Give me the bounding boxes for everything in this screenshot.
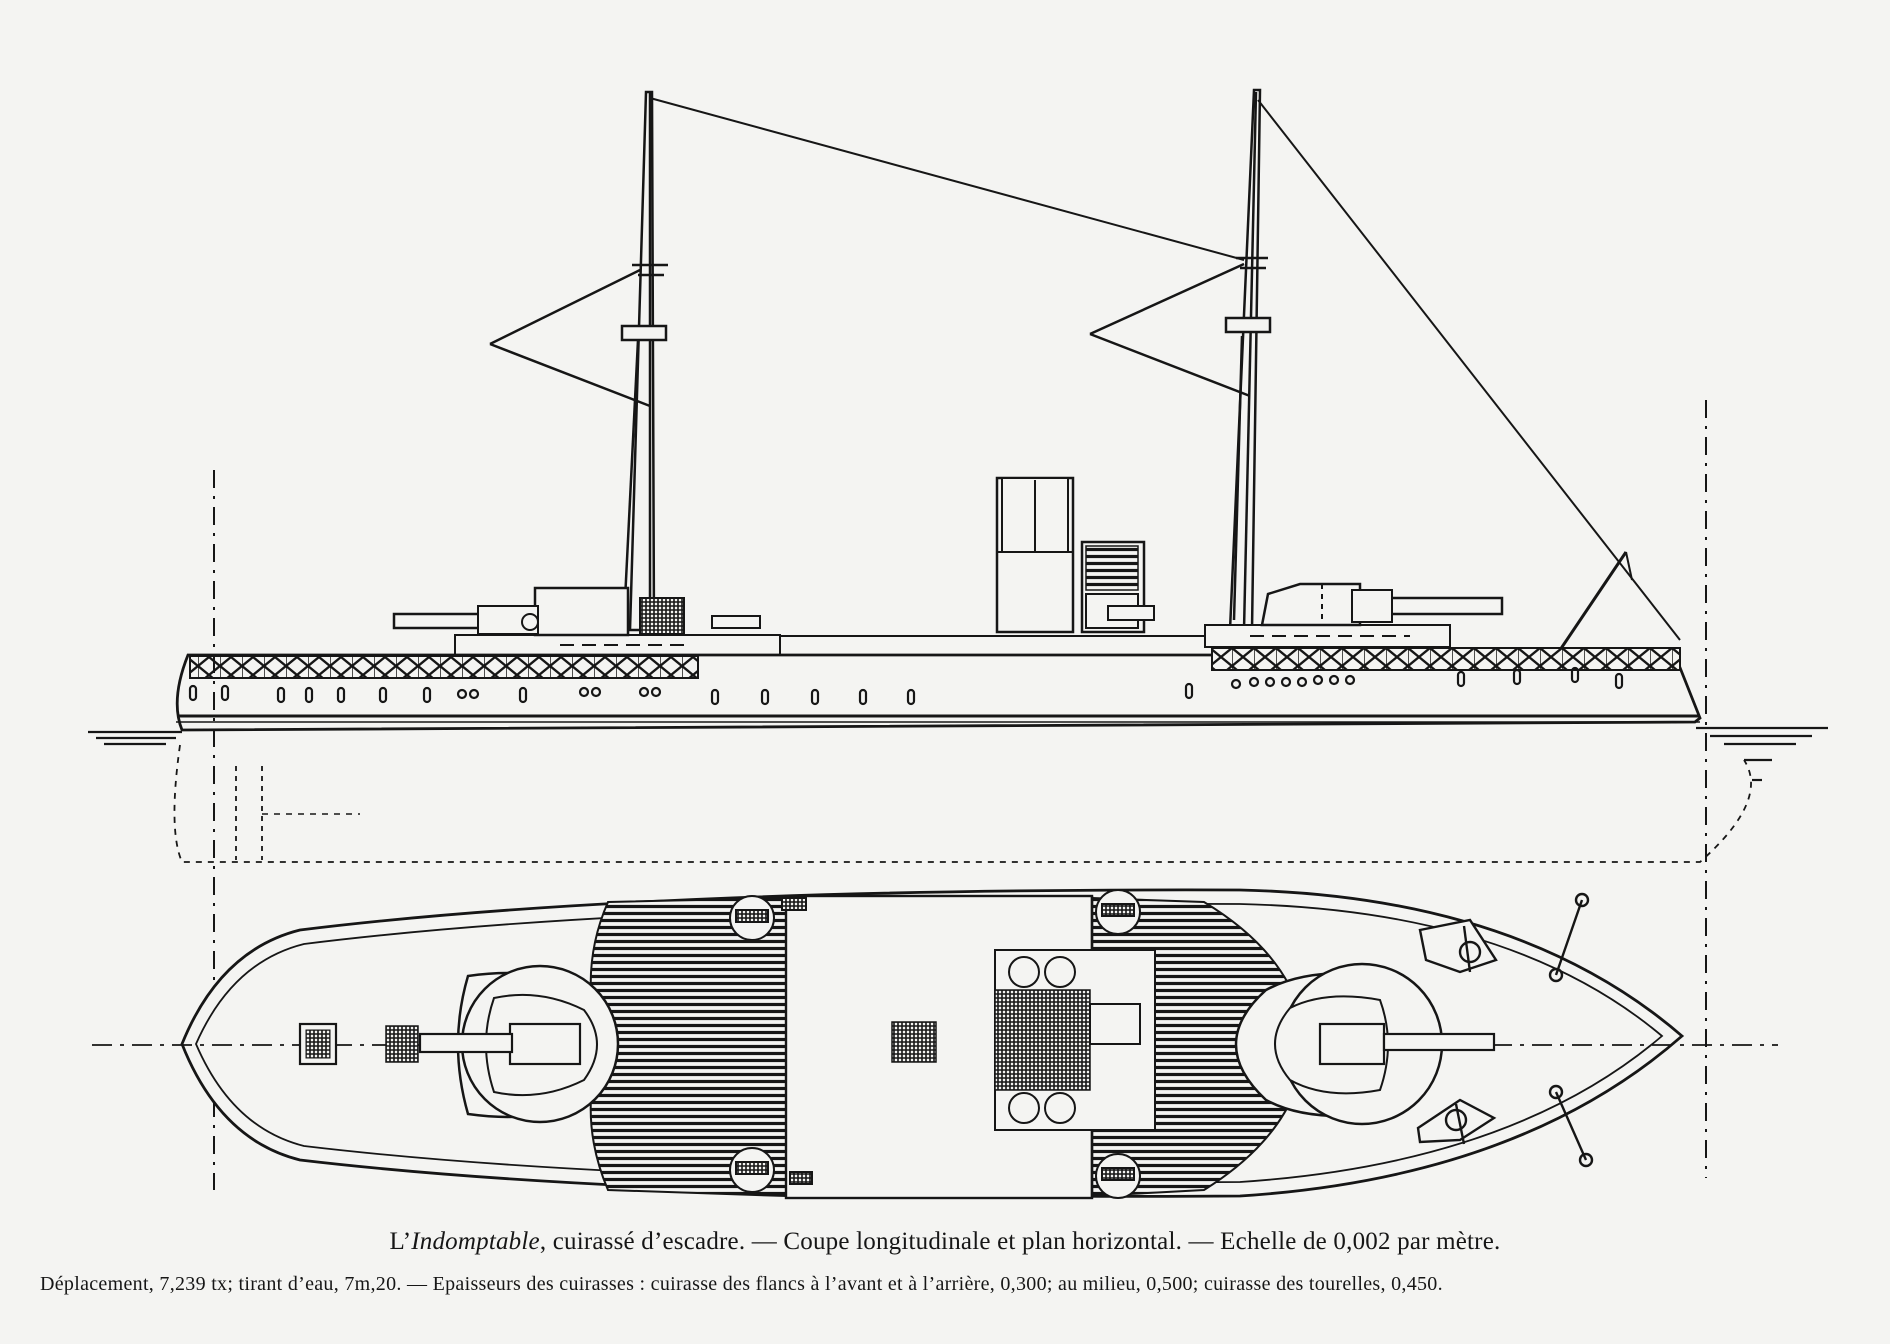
caption-title-rest: , cuirassé d’escadre. — Coupe longitudin… — [539, 1228, 1501, 1255]
caption-title: L’Indomptable, cuirassé d’escadre. — Cou… — [0, 1228, 1890, 1256]
plan-view — [92, 888, 1778, 1200]
ship-engraving — [88, 88, 1828, 1200]
barbette-aft-plan — [298, 964, 620, 1124]
mast-main — [1089, 88, 1272, 632]
portholes — [188, 666, 1624, 706]
anchors — [1416, 892, 1594, 1168]
barbette-fore-plan — [1234, 962, 1496, 1126]
waterline — [88, 726, 1828, 863]
caption-article: L’ — [389, 1228, 412, 1255]
mast-fore — [489, 90, 668, 632]
sponsons — [729, 889, 1141, 1199]
turret-aft — [1107, 582, 1504, 627]
turret-fore — [392, 586, 761, 637]
caption-ship-name: Indomptable — [411, 1228, 540, 1255]
hull-side — [175, 647, 1702, 732]
side-elevation — [88, 88, 1828, 863]
caption-specs: Déplacement, 7,239 tx; tirant d’eau, 7m,… — [40, 1273, 1443, 1295]
